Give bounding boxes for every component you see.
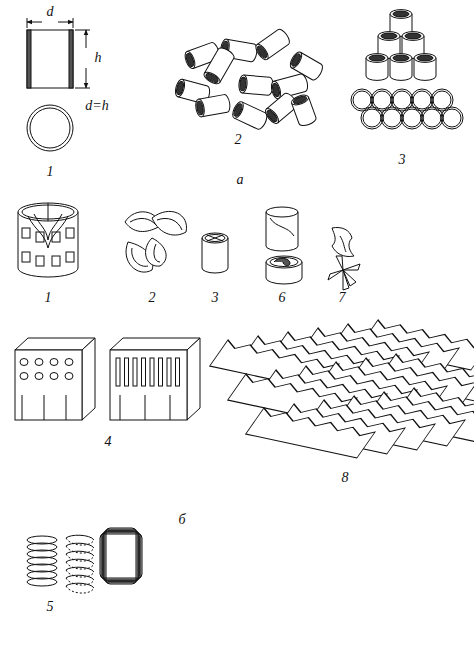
slot [176,358,180,386]
slot [125,358,129,386]
ring-plan [403,109,421,127]
coil-turn [27,578,57,586]
slot [133,358,137,386]
hole [35,359,43,366]
coil-turn [102,532,139,581]
spiral-rings [27,528,142,593]
saddles [125,211,187,272]
hole [35,373,43,380]
ring-plan [373,91,391,109]
ring-plan [383,109,401,127]
ring-plan [433,91,451,109]
callout-number: 2 [149,291,156,305]
ring [194,94,231,118]
hole [20,359,28,366]
hole [50,359,58,366]
groove [66,395,67,420]
twisted-elements [328,227,360,290]
coil-turn [100,534,142,578]
hole [20,373,28,380]
ring-plan [393,91,411,109]
ring-plan [353,91,371,109]
groove [145,395,146,420]
callout-number: 4 [105,435,112,449]
ring-plan [441,107,463,129]
ring-plan [401,107,423,129]
raschig-ring [27,18,90,151]
coil-turn [66,559,94,564]
pall-ring [18,203,78,277]
slot [150,358,154,386]
groove [22,395,23,420]
grid-packing [193,320,474,458]
callout-number: 5 [47,600,54,614]
ring-plan [423,109,441,127]
callout-number: 3 [399,153,406,167]
group-letter: б [178,513,185,527]
cross-partition-ring [202,233,228,273]
slot [159,358,163,386]
callout-number: 6 [279,291,286,305]
ring-plan [443,109,461,127]
ring [290,93,317,127]
callout-number: 7 [339,291,346,305]
spiral-partition-ring [266,207,302,284]
ring [390,54,412,81]
stacked-rings-plan [351,89,463,129]
coil-turn [66,583,94,588]
dimension-label: d [47,5,54,19]
grid-plate [229,408,392,458]
group-letter: а [237,173,244,187]
ring-plan [413,91,431,109]
block-holes [20,358,180,420]
callout-number: 8 [342,471,349,485]
ceramic-blocks [15,338,200,420]
groove [44,395,45,420]
coil-turn [66,543,94,548]
callout-number: 3 [212,291,219,305]
coil-turn [66,586,94,593]
ring-plan [381,107,403,129]
coil-turn [66,567,94,572]
ring [231,100,270,131]
hole [50,373,58,380]
ring [254,27,292,61]
hole [65,359,73,366]
coil-turn [106,528,136,584]
callout-number: 1 [47,165,54,179]
coil-turn [66,551,94,556]
ring-plan [361,107,383,129]
dimension-note: d=h [85,99,108,113]
ring [238,75,274,96]
coil-turn [66,575,94,580]
slot [116,358,120,386]
ring-plan [363,109,381,127]
random-rings [174,27,325,130]
groove [170,395,171,420]
groove [120,395,121,420]
coil-turn [104,530,139,581]
ring [366,54,388,81]
ring [414,54,436,81]
coil-turn [66,535,94,540]
hole [65,373,73,380]
slot [142,358,146,386]
ring [202,46,236,86]
coil-turn [101,533,141,579]
callout-number: 2 [235,133,242,147]
stacked-rings [366,10,436,81]
ring-plan [421,107,443,129]
coil-turn [105,529,137,583]
slot [167,358,171,386]
dimension-label: h [95,51,102,65]
callout-number: 1 [45,291,52,305]
